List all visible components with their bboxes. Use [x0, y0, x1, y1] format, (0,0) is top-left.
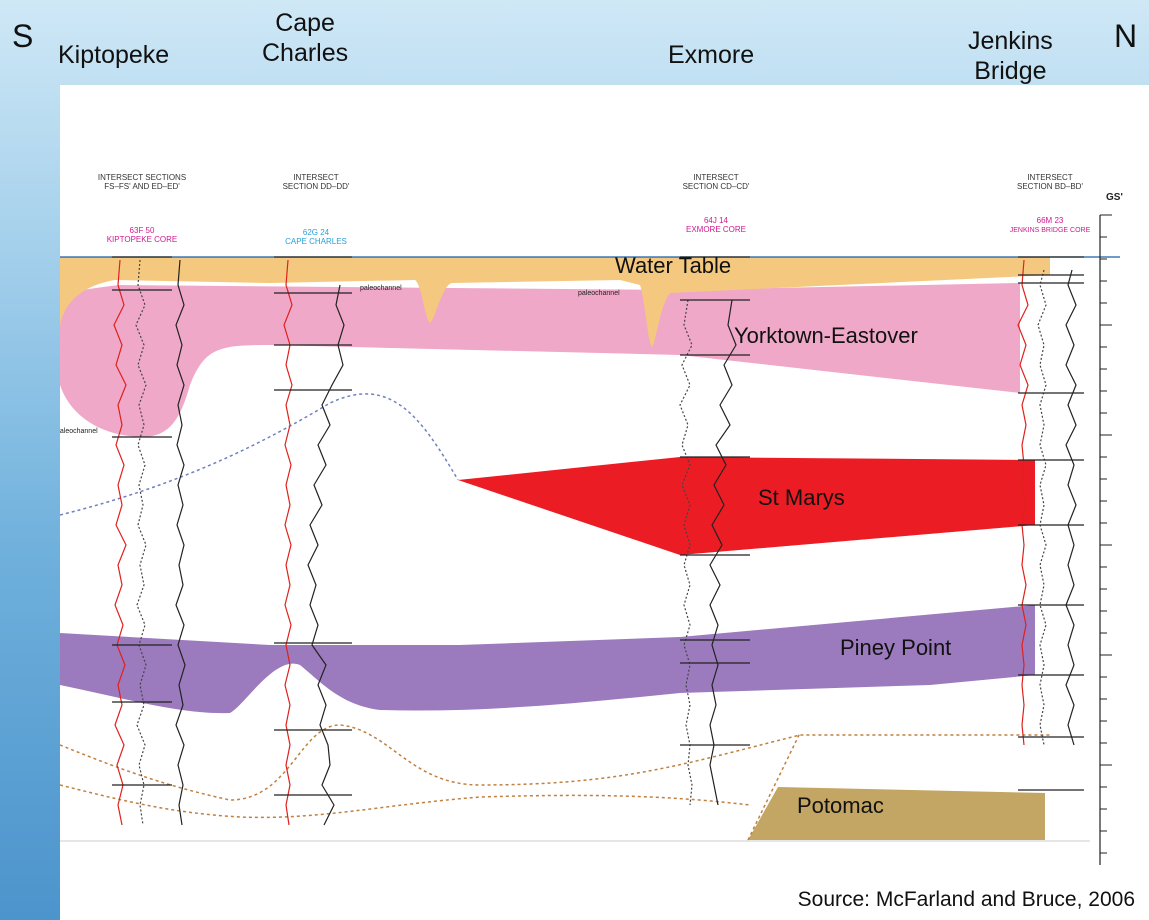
dashed-contact-2	[60, 725, 1050, 800]
depth-scale-label: GS'	[1106, 192, 1123, 203]
log-black-exmore	[710, 300, 736, 805]
location-cape-charles: Cape Charles	[262, 8, 348, 68]
paleochannel-label-3: paleochannel	[60, 428, 98, 435]
well-core-cape-charles: CAPE CHARLES	[285, 237, 347, 246]
well-heading-exmore-line2: SECTION CD–CD'	[683, 182, 750, 191]
well-heading-exmore: INTERSECT SECTION CD–CD' 64J 14 EXMORE C…	[683, 173, 750, 234]
well-core-jenkins: JENKINS BRIDGE CORE	[1010, 227, 1091, 234]
potomac-label: Potomac	[797, 793, 884, 818]
well-heading-jenkins-line1: INTERSECT	[1027, 173, 1072, 182]
well-heading-cape-charles: INTERSECT SECTION DD–DD' 62G 24 CAPE CHA…	[283, 173, 350, 246]
log-black-cape-charles	[308, 285, 344, 825]
well-id-cape-charles: 62G 24	[303, 228, 330, 237]
potomac-unit	[748, 787, 1045, 840]
well-heading-kiptopeke-line2: FS–FS' AND ED–ED'	[104, 182, 180, 191]
well-id-exmore: 64J 14	[704, 216, 729, 225]
log-dot-jenkins	[1038, 270, 1046, 745]
well-heading-jenkins-bridge: INTERSECT SECTION BD–BD' 66M 23 JENKINS …	[1010, 173, 1091, 234]
source-caption: Source: McFarland and Bruce, 2006	[798, 888, 1135, 912]
well-core-kiptopeke: KIPTOPEKE CORE	[107, 235, 178, 244]
st-marys-label: St Marys	[758, 485, 845, 510]
well-heading-cape-charles-line2: SECTION DD–DD'	[283, 182, 350, 191]
well-heading-kiptopeke: INTERSECT SECTIONS FS–FS' AND ED–ED' 63F…	[98, 173, 186, 244]
depth-scale	[1100, 215, 1112, 865]
location-exmore: Exmore	[668, 40, 754, 70]
yorktown-eastover-label: Yorktown-Eastover	[734, 323, 918, 348]
well-heading-cape-charles-line1: INTERSECT	[293, 173, 338, 182]
well-heading-jenkins-line2: SECTION BD–BD'	[1017, 182, 1083, 191]
cross-section-panel: GS' INTERSECT SECTIONS FS–FS' AND ED–ED'…	[60, 85, 1149, 920]
well-heading-exmore-line1: INTERSECT	[693, 173, 738, 182]
paleochannel-label-2: paleochannel	[578, 290, 620, 297]
well-id-kiptopeke: 63F 50	[130, 226, 155, 235]
yorktown-eastover-unit	[60, 283, 1020, 437]
well-heading-kiptopeke-line1: INTERSECT SECTIONS	[98, 173, 186, 182]
st-marys-unit	[458, 457, 1035, 555]
well-core-exmore: EXMORE CORE	[686, 225, 746, 234]
location-kiptopeke: Kiptopeke	[58, 40, 169, 70]
dashed-contact-3	[60, 785, 750, 817]
well-id-jenkins: 66M 23	[1037, 216, 1064, 225]
piney-point-label: Piney Point	[840, 635, 951, 660]
cross-section-diagram: GS' INTERSECT SECTIONS FS–FS' AND ED–ED'…	[60, 85, 1149, 920]
paleochannel-label-1: paleochannel	[360, 285, 402, 292]
south-label: S	[12, 18, 33, 55]
north-label: N	[1114, 18, 1137, 55]
log-black-jenkins	[1066, 270, 1076, 745]
location-jenkins-bridge: Jenkins Bridge	[968, 26, 1053, 86]
water-table-label: Water Table	[615, 253, 731, 278]
